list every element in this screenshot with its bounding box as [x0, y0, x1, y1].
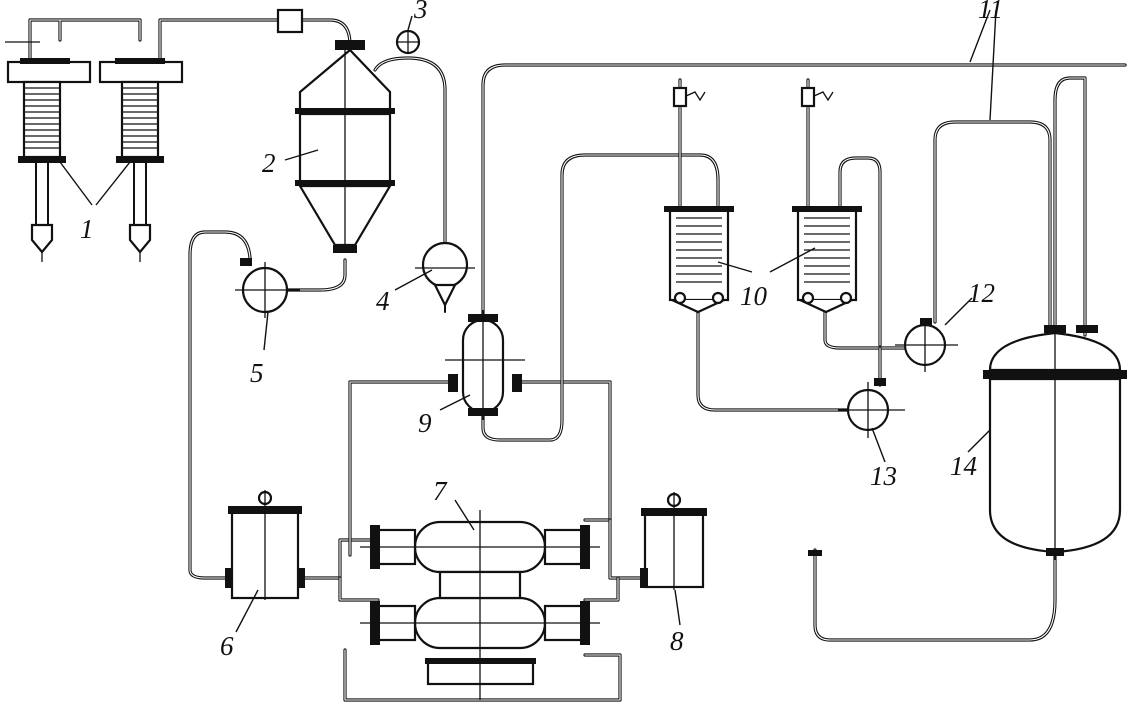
- label-10: 10: [740, 281, 768, 311]
- coil-right: [120, 80, 160, 159]
- coil-left: [22, 80, 62, 159]
- pump-13: [838, 378, 905, 438]
- heater-units: [5, 41, 184, 262]
- tank-6: [225, 490, 305, 600]
- label-11: 11: [978, 0, 1003, 24]
- separator-9: [445, 310, 525, 420]
- label-1: 1: [80, 214, 94, 244]
- label-4: 4: [376, 286, 390, 316]
- valve-3: [395, 29, 421, 55]
- label-2: 2: [262, 148, 276, 178]
- sluice-valve-4: [415, 241, 475, 313]
- condenser-right: [792, 86, 862, 314]
- label-7: 7: [433, 476, 448, 506]
- label-5: 5: [250, 358, 264, 388]
- reference-numbers: 1 2 3 4 5 6 7 8 9 10 11 12 13 14: [80, 0, 1003, 661]
- label-9: 9: [418, 408, 432, 438]
- condenser-left: [664, 86, 734, 314]
- tank-8: [640, 492, 707, 590]
- label-8: 8: [670, 626, 684, 656]
- pipelines: [28, 18, 1127, 702]
- pump-12: [895, 318, 958, 372]
- cyclone-separator: [295, 40, 395, 253]
- receiver-tank-14: [808, 325, 1127, 560]
- inline-filter: [276, 8, 304, 34]
- label-14: 14: [950, 451, 977, 481]
- label-3: 3: [413, 0, 428, 24]
- label-13: 13: [870, 461, 897, 491]
- label-leaders: [59, 9, 997, 633]
- label-12: 12: [968, 278, 995, 308]
- reactor-7: [360, 510, 600, 700]
- label-6: 6: [220, 631, 234, 661]
- pump-5: [235, 258, 300, 318]
